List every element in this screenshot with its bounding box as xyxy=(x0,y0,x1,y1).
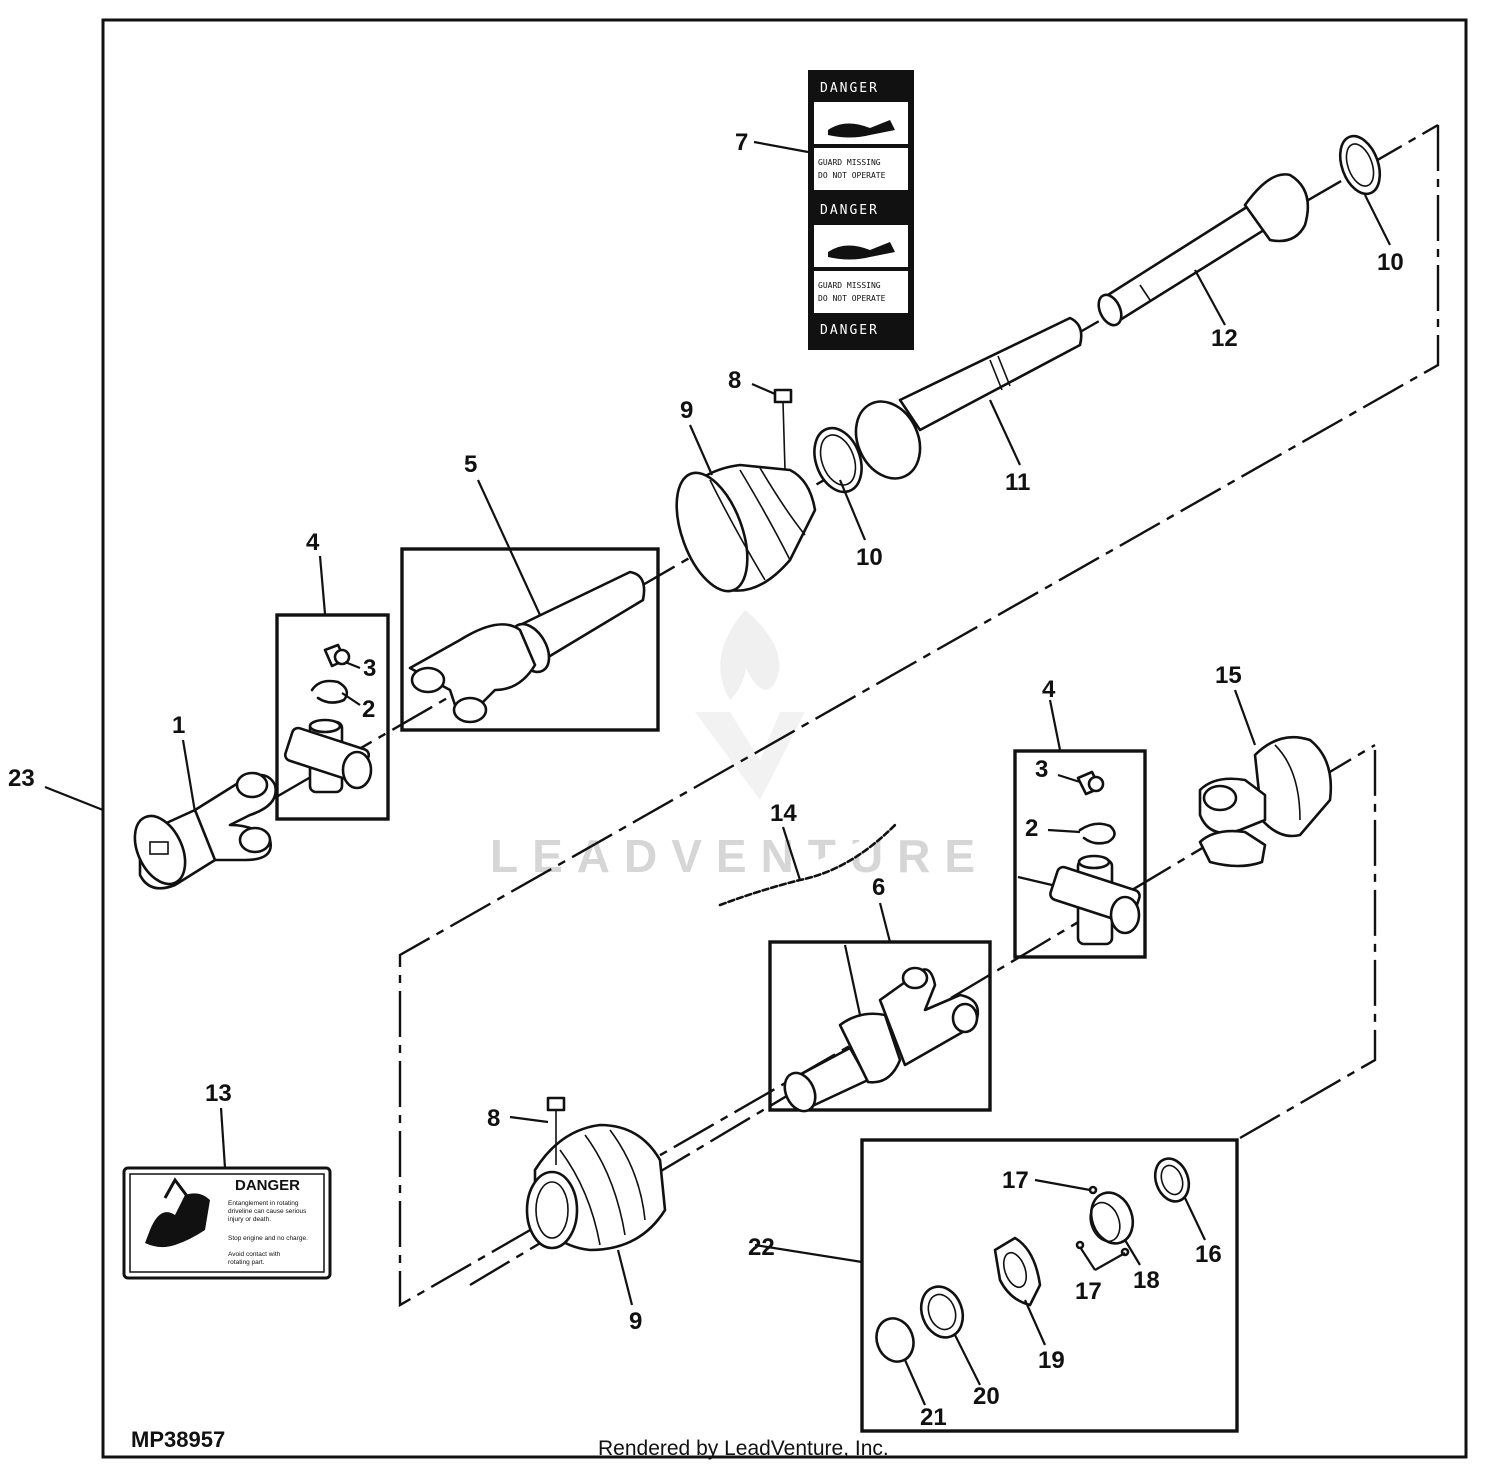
callout-8-upper: 8 xyxy=(728,367,741,394)
part-20-bearing-ring xyxy=(919,1285,965,1339)
part-8-bolt-lower xyxy=(546,1096,566,1165)
callout-2-upper: 2 xyxy=(362,696,375,723)
cross-journal-lower xyxy=(1049,854,1141,946)
callout-3-lower: 3 xyxy=(1035,756,1048,783)
callout-18: 18 xyxy=(1133,1267,1160,1294)
svg-text:DANGER: DANGER xyxy=(235,1177,300,1194)
callout-21: 21 xyxy=(920,1404,947,1431)
callout-7: 7 xyxy=(735,129,748,156)
svg-text:DANGER: DANGER xyxy=(820,81,879,96)
callout-9-lower: 9 xyxy=(629,1308,642,1335)
callout-6: 6 xyxy=(872,874,885,901)
part-2-snap-ring-upper xyxy=(310,679,349,704)
callout-13: 13 xyxy=(205,1080,232,1107)
svg-text:DO NOT OPERATE: DO NOT OPERATE xyxy=(818,171,886,180)
svg-text:DO NOT OPERATE: DO NOT OPERATE xyxy=(818,294,886,303)
svg-text:GUARD MISSING: GUARD MISSING xyxy=(818,158,881,167)
kit-box-22 xyxy=(860,1138,1239,1433)
part-5-yoke-tube xyxy=(408,570,646,724)
callout-20: 20 xyxy=(973,1383,1000,1410)
callout-12: 12 xyxy=(1211,325,1238,352)
diagram-frame xyxy=(101,18,1468,1459)
callout-10-right: 10 xyxy=(1377,249,1404,276)
kit-box-4-lower xyxy=(1013,749,1147,959)
watermark-text: LEADVENTURE xyxy=(490,830,989,882)
part-18-bearing-collar xyxy=(1089,1191,1135,1245)
svg-text:GUARD MISSING: GUARD MISSING xyxy=(818,281,881,290)
callout-11: 11 xyxy=(1005,469,1030,496)
part-17-balls xyxy=(1075,1185,1130,1257)
watermark-logo xyxy=(695,610,805,800)
svg-text:Stop engine and no charge.: Stop engine and no charge. xyxy=(228,1235,308,1242)
part-19-bearing-plate xyxy=(993,1236,1042,1307)
svg-text:Avoid contact with: Avoid contact with xyxy=(228,1251,281,1258)
svg-text:DANGER: DANGER xyxy=(820,203,879,218)
part-8-bolt-upper xyxy=(773,388,793,471)
part-1-yoke xyxy=(133,771,277,890)
part-15-yoke-housing xyxy=(1198,735,1333,868)
svg-text:Entanglement in rotating: Entanglement in rotating xyxy=(228,1200,299,1207)
callout-19: 19 xyxy=(1038,1347,1065,1374)
callout-17-upper: 17 xyxy=(1002,1167,1029,1194)
kit-box-5 xyxy=(400,547,660,732)
callout-10-mid: 10 xyxy=(856,544,883,571)
part-14-safety-chain xyxy=(718,823,897,907)
part-6-yoke-tube-lower xyxy=(783,966,980,1113)
decal-13-danger-label: DANGER Entanglement in rotating drivelin… xyxy=(122,1166,332,1280)
part-9-guard-cone-lower xyxy=(525,1123,667,1252)
part-10-bearing-ring-right xyxy=(1338,134,1382,196)
svg-text:injury or death.: injury or death. xyxy=(228,1216,271,1223)
callout-22: 22 xyxy=(748,1234,775,1261)
callout-15: 15 xyxy=(1215,662,1242,689)
callout-5: 5 xyxy=(464,451,477,478)
part-11-guard-tube-inner xyxy=(854,316,1083,480)
callout-9-upper: 9 xyxy=(680,397,693,424)
part-10-bearing-ring-mid xyxy=(813,426,863,494)
decal-7-danger-label: DANGER GUARD MISSING DO NOT OPERATE DANG… xyxy=(808,70,914,350)
cross-journal-upper xyxy=(283,718,373,794)
callout-2-lower: 2 xyxy=(1025,815,1038,842)
part-12-guard-tube-outer xyxy=(1097,173,1310,327)
part-3-grease-fitting-lower xyxy=(1076,770,1105,796)
callout-17-lower: 17 xyxy=(1075,1278,1102,1305)
callout-4-upper: 4 xyxy=(306,529,320,556)
svg-text:driveline can cause serious: driveline can cause serious xyxy=(228,1208,307,1215)
callout-23: 23 xyxy=(8,765,35,792)
callout-14: 14 xyxy=(770,800,797,827)
callout-4-lower: 4 xyxy=(1042,676,1056,703)
separator-line-right xyxy=(1239,745,1377,1140)
callout-8-lower: 8 xyxy=(487,1105,500,1132)
diagram-code: MP38957 xyxy=(131,1427,225,1452)
callout-1: 1 xyxy=(172,712,185,739)
part-9-guard-cone-upper xyxy=(675,463,817,593)
part-16-seal-ring xyxy=(1153,1157,1191,1203)
part-21-snap-ring xyxy=(875,1317,915,1363)
callout-16: 16 xyxy=(1195,1241,1222,1268)
part-2-snap-ring-lower xyxy=(1078,822,1116,845)
svg-text:rotating part.: rotating part. xyxy=(228,1259,265,1266)
part-3-grease-fitting-upper xyxy=(323,643,351,668)
svg-text:DANGER: DANGER xyxy=(820,323,879,338)
render-credit: Rendered by LeadVenture, Inc. xyxy=(598,1437,889,1460)
callout-3-upper: 3 xyxy=(363,655,376,682)
kit-box-4-upper xyxy=(275,613,390,821)
kit-box-6 xyxy=(768,940,992,1112)
